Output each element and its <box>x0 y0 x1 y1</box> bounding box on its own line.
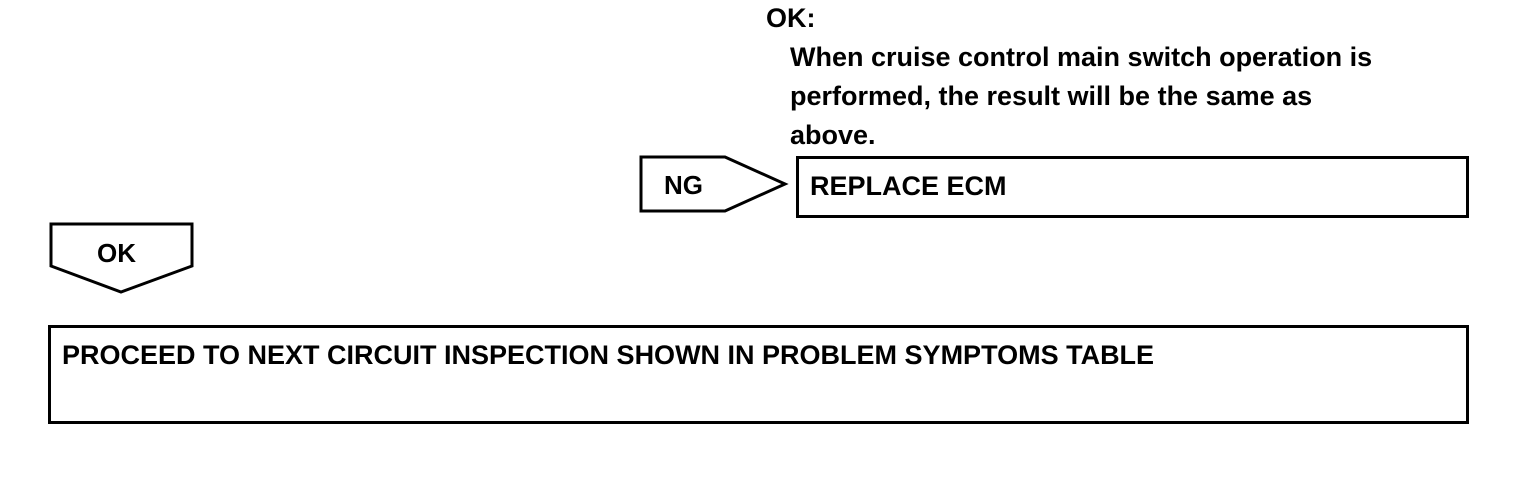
replace-ecm-label: REPLACE ECM <box>810 171 1007 201</box>
spec-line: When cruise control main switch operatio… <box>790 42 1373 72</box>
proceed-box <box>48 325 1469 424</box>
spec-line: above. <box>790 120 876 150</box>
spec-line: performed, the result will be the same a… <box>790 81 1313 111</box>
spec-heading: OK: <box>766 3 816 33</box>
proceed-label: PROCEED TO NEXT CIRCUIT INSPECTION SHOWN… <box>62 340 1155 370</box>
ng-arrow-label: NG <box>664 170 703 200</box>
spec-text: When cruise control main switch operatio… <box>790 38 1490 155</box>
replace-ecm-box <box>796 156 1469 218</box>
ok-arrow-label: OK <box>97 238 136 268</box>
